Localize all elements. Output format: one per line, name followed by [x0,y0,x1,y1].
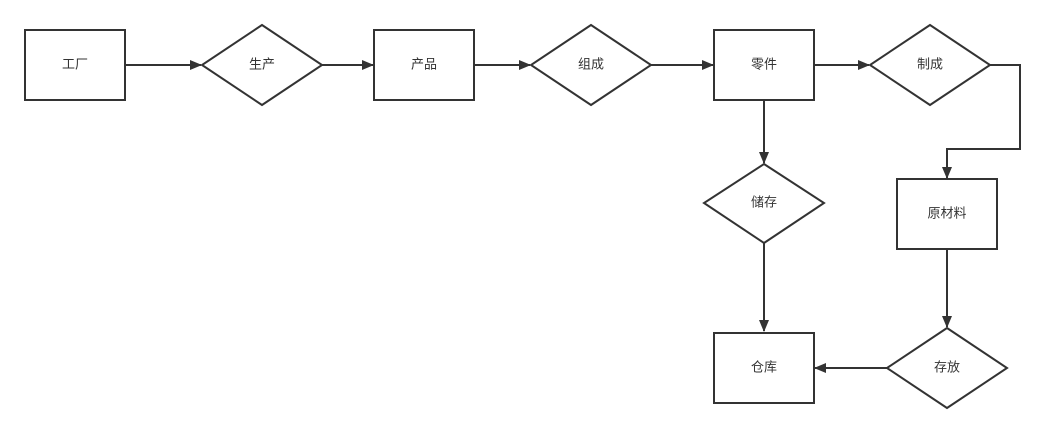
relation-compose-label: 组成 [578,58,604,73]
relation-manufacture[interactable]: 制成 [868,23,992,107]
entity-factory[interactable]: 工厂 [24,29,126,101]
relation-storage[interactable]: 储存 [702,162,826,245]
relation-storage-label: 储存 [751,196,777,211]
relation-store[interactable]: 存放 [885,326,1009,410]
entity-part-label: 零件 [751,58,777,73]
entity-raw-material[interactable]: 原材料 [896,178,998,250]
relation-manufacture-label: 制成 [917,58,943,73]
entity-warehouse[interactable]: 仓库 [713,332,815,404]
relation-compose[interactable]: 组成 [529,23,653,107]
edge-manufacture-to-raw-material [942,64,1021,179]
relation-store-label: 存放 [934,361,960,376]
entity-raw-material-label: 原材料 [927,207,966,222]
entity-factory-label: 工厂 [62,58,88,73]
entity-warehouse-label: 仓库 [751,360,777,376]
entity-product-label: 产品 [411,58,437,73]
entity-product[interactable]: 产品 [373,29,475,101]
relation-produce-label: 生产 [249,58,275,73]
relation-produce[interactable]: 生产 [200,23,324,107]
entity-part[interactable]: 零件 [713,29,815,101]
